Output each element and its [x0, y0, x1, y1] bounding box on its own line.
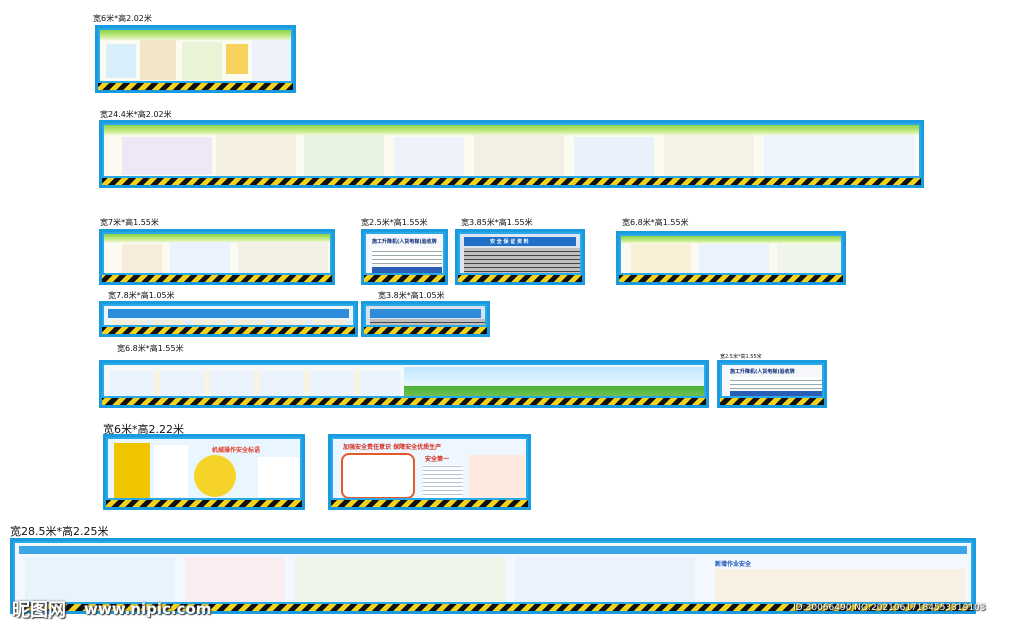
hazard-stripe [106, 500, 302, 507]
board-size-label-3: 宽7米*高1.55米 [100, 218, 159, 227]
hazard-stripe [458, 275, 582, 282]
hazard-stripe [102, 398, 706, 405]
board-size-label-7: 宽7.8米*高1.05米 [108, 291, 175, 300]
board-size-label-1: 宽6米*高2.02米 [93, 14, 152, 23]
board-11b-sub: 安全第一 [425, 456, 450, 463]
watermark-site-name: 昵图网 [12, 600, 66, 621]
board-preview-11a: 机械操作安全标语 [103, 434, 305, 510]
board-size-label-2: 宽24.4米*高2.02米 [100, 110, 172, 119]
board-10-header: 施工升降机(人货电梯)验收牌 [730, 369, 795, 375]
board-size-label-11: 宽6米*高2.22米 [103, 423, 184, 436]
board-size-label-5: 宽3.85米*高1.55米 [461, 218, 533, 227]
board-preview-10: 施工升降机(人货电梯)验收牌 [717, 360, 827, 408]
board-size-label-9: 宽6.8米*高1.55米 [117, 344, 184, 353]
hazard-stripe [619, 275, 843, 282]
hazard-stripe [102, 178, 921, 185]
board-preview-3 [99, 229, 335, 285]
board-preview-5: 安 全 保 证 资 料 [455, 229, 585, 285]
board-11b-title: 加强安全责任意识 保障安全优质生产 [343, 444, 442, 451]
board-5-header: 安 全 保 证 资 料 [490, 239, 529, 245]
board-4-header: 施工升降机(人货电梯)验收牌 [372, 239, 437, 245]
board-size-label-12: 宽28.5米*高2.25米 [10, 525, 109, 538]
hazard-stripe [720, 398, 824, 405]
hazard-stripe [331, 500, 528, 507]
board-preview-9 [99, 360, 709, 408]
hazard-stripe [102, 275, 332, 282]
hazard-stripe [98, 83, 293, 90]
board-size-label-4: 宽2.5米*高1.55米 [361, 218, 428, 227]
watermark-image-id: ID:30066490 NO:20210617184553319103 [793, 603, 986, 613]
board-preview-2 [99, 120, 924, 188]
hazard-stripe [364, 275, 445, 282]
hazard-stripe [364, 327, 487, 334]
hazard-stripe [13, 604, 973, 611]
board-preview-1 [95, 25, 296, 93]
board-preview-12: 新增作业安全 [10, 538, 976, 614]
board-size-label-8: 宽3.8米*高1.05米 [378, 291, 445, 300]
board-12-slogan: 新增作业安全 [715, 561, 752, 568]
board-size-label-6: 宽6.8米*高1.55米 [622, 218, 689, 227]
board-size-label-10: 宽2.5米*高1.55米 [720, 354, 762, 360]
board-preview-6 [616, 231, 846, 285]
board-preview-7 [99, 301, 358, 337]
watermark-site-url: www.nipic.com [84, 600, 212, 618]
board-11a-title: 机械操作安全标语 [212, 447, 261, 454]
board-preview-11b: 加强安全责任意识 保障安全优质生产 安全第一 [328, 434, 531, 510]
board-preview-8 [361, 301, 490, 337]
board-preview-4: 施工升降机(人货电梯)验收牌 [361, 229, 448, 285]
hazard-stripe [102, 327, 355, 334]
